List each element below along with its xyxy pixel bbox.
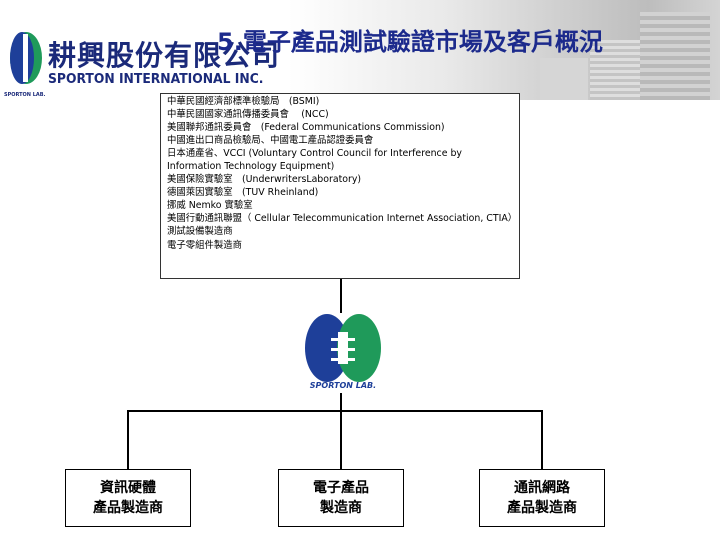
connector-line [340, 279, 342, 313]
building-image [590, 40, 640, 100]
sporton-lab-logo-icon [305, 314, 381, 382]
connector-line [127, 410, 129, 470]
connector-line [127, 410, 543, 412]
category-line: 製造商 [320, 500, 362, 516]
category-box-it-hardware: 資訊硬體 產品製造商 [65, 469, 191, 527]
agency-item: 美國行動通訊聯盟（ Cellular Telecommunication Int… [167, 213, 518, 225]
category-box-electronics: 電子產品 製造商 [278, 469, 404, 527]
agency-item: 日本通產省、VCCI (Voluntary Control Council fo… [167, 148, 462, 173]
connector-line [541, 410, 543, 470]
company-name-chinese: 耕興股份有限公司 [48, 39, 281, 72]
category-box-telecom: 通訊網路 產品製造商 [479, 469, 605, 527]
company-logo-icon [10, 32, 42, 84]
agency-item: 美國保險實驗室 (UnderwritersLaboratory) [167, 174, 362, 186]
building-image [540, 58, 588, 100]
agency-list-box: 中華民國經濟部標準檢驗局 (BSMI) 中華民國國家通訊傳播委員會 (NCC) … [160, 93, 520, 279]
logo-subtitle: SPORTON LAB. [4, 92, 46, 98]
category-line: 資訊硬體 [100, 480, 156, 496]
connector-line [340, 410, 342, 470]
agency-item: 德國萊因實驗室 (TUV Rheinland) [167, 187, 319, 199]
category-line: 產品製造商 [507, 500, 577, 516]
building-image [640, 12, 710, 100]
agency-item: 中國進出口商品檢驗局、中國電工產品認證委員會 [167, 135, 374, 147]
category-line: 電子產品 [313, 480, 369, 496]
company-name-english: SPORTON INTERNATIONAL INC. [48, 72, 264, 87]
agency-item: 挪威 Nemko 實驗室 [167, 200, 253, 212]
slide-title: 5.電子產品測試驗證市場及客戶概況 [217, 28, 603, 56]
agency-item: 電子零組件製造商 [167, 239, 243, 251]
agency-item: 中華民國國家通訊傳播委員會 (NCC) [167, 109, 329, 121]
sporton-lab-label: SPORTON LAB. [309, 381, 377, 390]
category-line: 通訊網路 [514, 480, 570, 496]
agency-item: 中華民國經濟部標準檢驗局 (BSMI) [167, 96, 320, 107]
connector-line [340, 393, 342, 411]
category-line: 產品製造商 [93, 500, 163, 516]
agency-item: 測試設備製造商 [167, 226, 233, 238]
agency-item: 美國聯邦通訊委員會 (Federal Communications Commis… [167, 122, 445, 134]
